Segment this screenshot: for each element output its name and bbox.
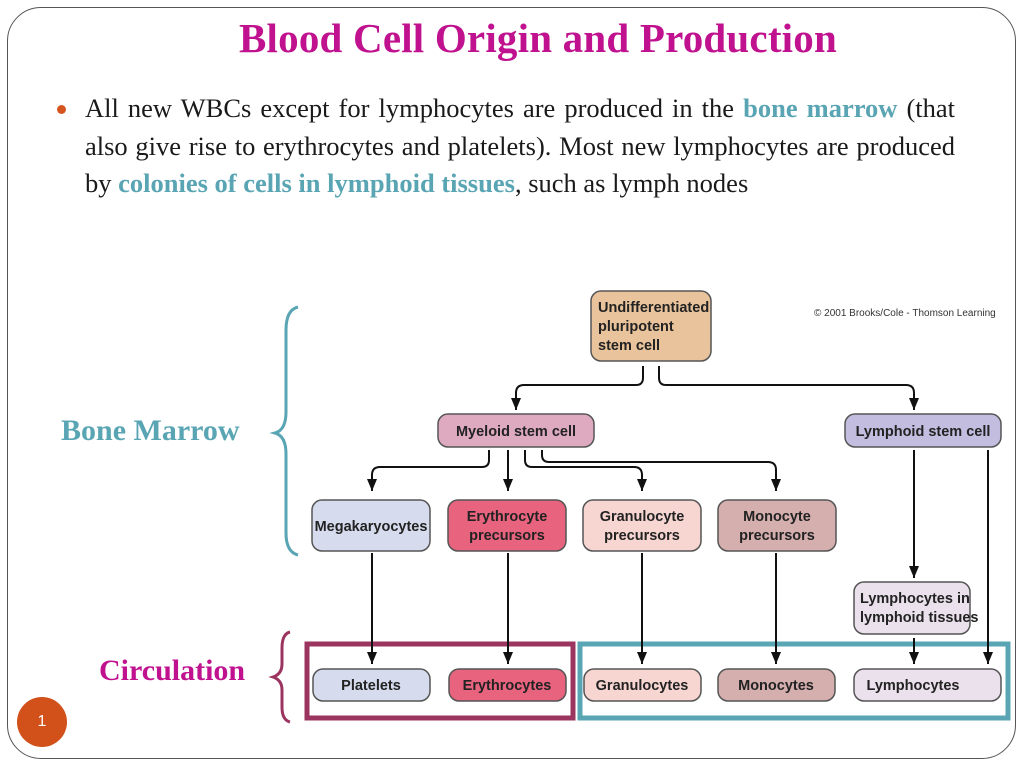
node-label: precursors: [469, 528, 545, 544]
node-label: Undifferentiated: [598, 300, 709, 316]
node-label: stem cell: [598, 338, 660, 354]
megakaryocytes-node: Megakaryocytes: [311, 499, 431, 552]
granulocyte-precursors-node: Granulocyte precursors: [582, 499, 702, 552]
node-label: precursors: [739, 528, 815, 544]
node-label: lymphoid tissues: [860, 610, 978, 626]
node-label: Erythrocytes: [463, 678, 552, 694]
bone-marrow-brace: [269, 305, 299, 557]
erythrocytes-node: Erythrocytes: [448, 668, 567, 702]
node-label: Lymphoid stem cell: [856, 424, 991, 440]
bullet-text-part: , such as lymph nodes: [514, 168, 749, 198]
node-label: Erythrocyte: [467, 509, 548, 525]
copyright-text: © 2001 Brooks/Cole - Thomson Learning: [814, 308, 996, 319]
circulation-label: Circulation: [99, 654, 246, 687]
node-label: Lymphocytes: [867, 678, 960, 694]
highlight-lymphoid-tissues: colonies of cells in lymphoid tissues: [118, 168, 515, 198]
page-number-badge: 1: [17, 697, 67, 747]
node-label: Monocyte: [743, 509, 811, 525]
rbc-platelet-group-box: [304, 641, 576, 721]
lymphoid-stem-cell-node: Lymphoid stem cell: [844, 413, 1002, 448]
bullet-icon: [57, 105, 66, 114]
lymphocytes-node: Lymphocytes: [853, 668, 1002, 702]
node-label: Megakaryocytes: [315, 519, 428, 535]
platelets-node: Platelets: [312, 668, 431, 702]
monocytes-node: Monocytes: [717, 668, 836, 702]
bone-marrow-label: Bone Marrow: [61, 414, 240, 447]
myeloid-stem-cell-node: Myeloid stem cell: [437, 413, 595, 448]
lymphocytes-in-tissue-node: Lymphocytes in lymphoid tissues: [853, 581, 978, 635]
node-label: Lymphocytes in: [860, 591, 970, 607]
node-label: Granulocyte: [600, 509, 685, 525]
connector-lines: [367, 366, 993, 664]
granulocytes-node: Granulocytes: [583, 668, 702, 702]
node-label: Platelets: [341, 678, 401, 694]
circulation-brace: [268, 630, 291, 724]
stem-cell-node: Undifferentiated pluripotent stem cell: [590, 290, 712, 362]
erythrocyte-precursors-node: Erythrocyte precursors: [447, 499, 567, 552]
node-label: pluripotent: [598, 319, 674, 335]
node-label: precursors: [604, 528, 680, 544]
wbc-group-box: [577, 641, 1011, 721]
bullet-text-part: (that also give rise to erythrocytes and…: [85, 93, 955, 198]
node-label: Monocytes: [738, 678, 814, 694]
node-label: Granulocytes: [596, 678, 689, 694]
slide-frame: [7, 7, 1016, 759]
node-label: Myeloid stem cell: [456, 424, 576, 440]
slide-title: Blood Cell Origin and Production: [239, 15, 837, 61]
bullet-text-part: All new WBCs except for lymphocytes are …: [85, 93, 744, 123]
highlight-bone-marrow: bone marrow: [743, 93, 898, 123]
bullet-text: All new WBCs except for lymphocytes are …: [85, 90, 955, 203]
monocyte-precursors-node: Monocyte precursors: [717, 499, 837, 552]
